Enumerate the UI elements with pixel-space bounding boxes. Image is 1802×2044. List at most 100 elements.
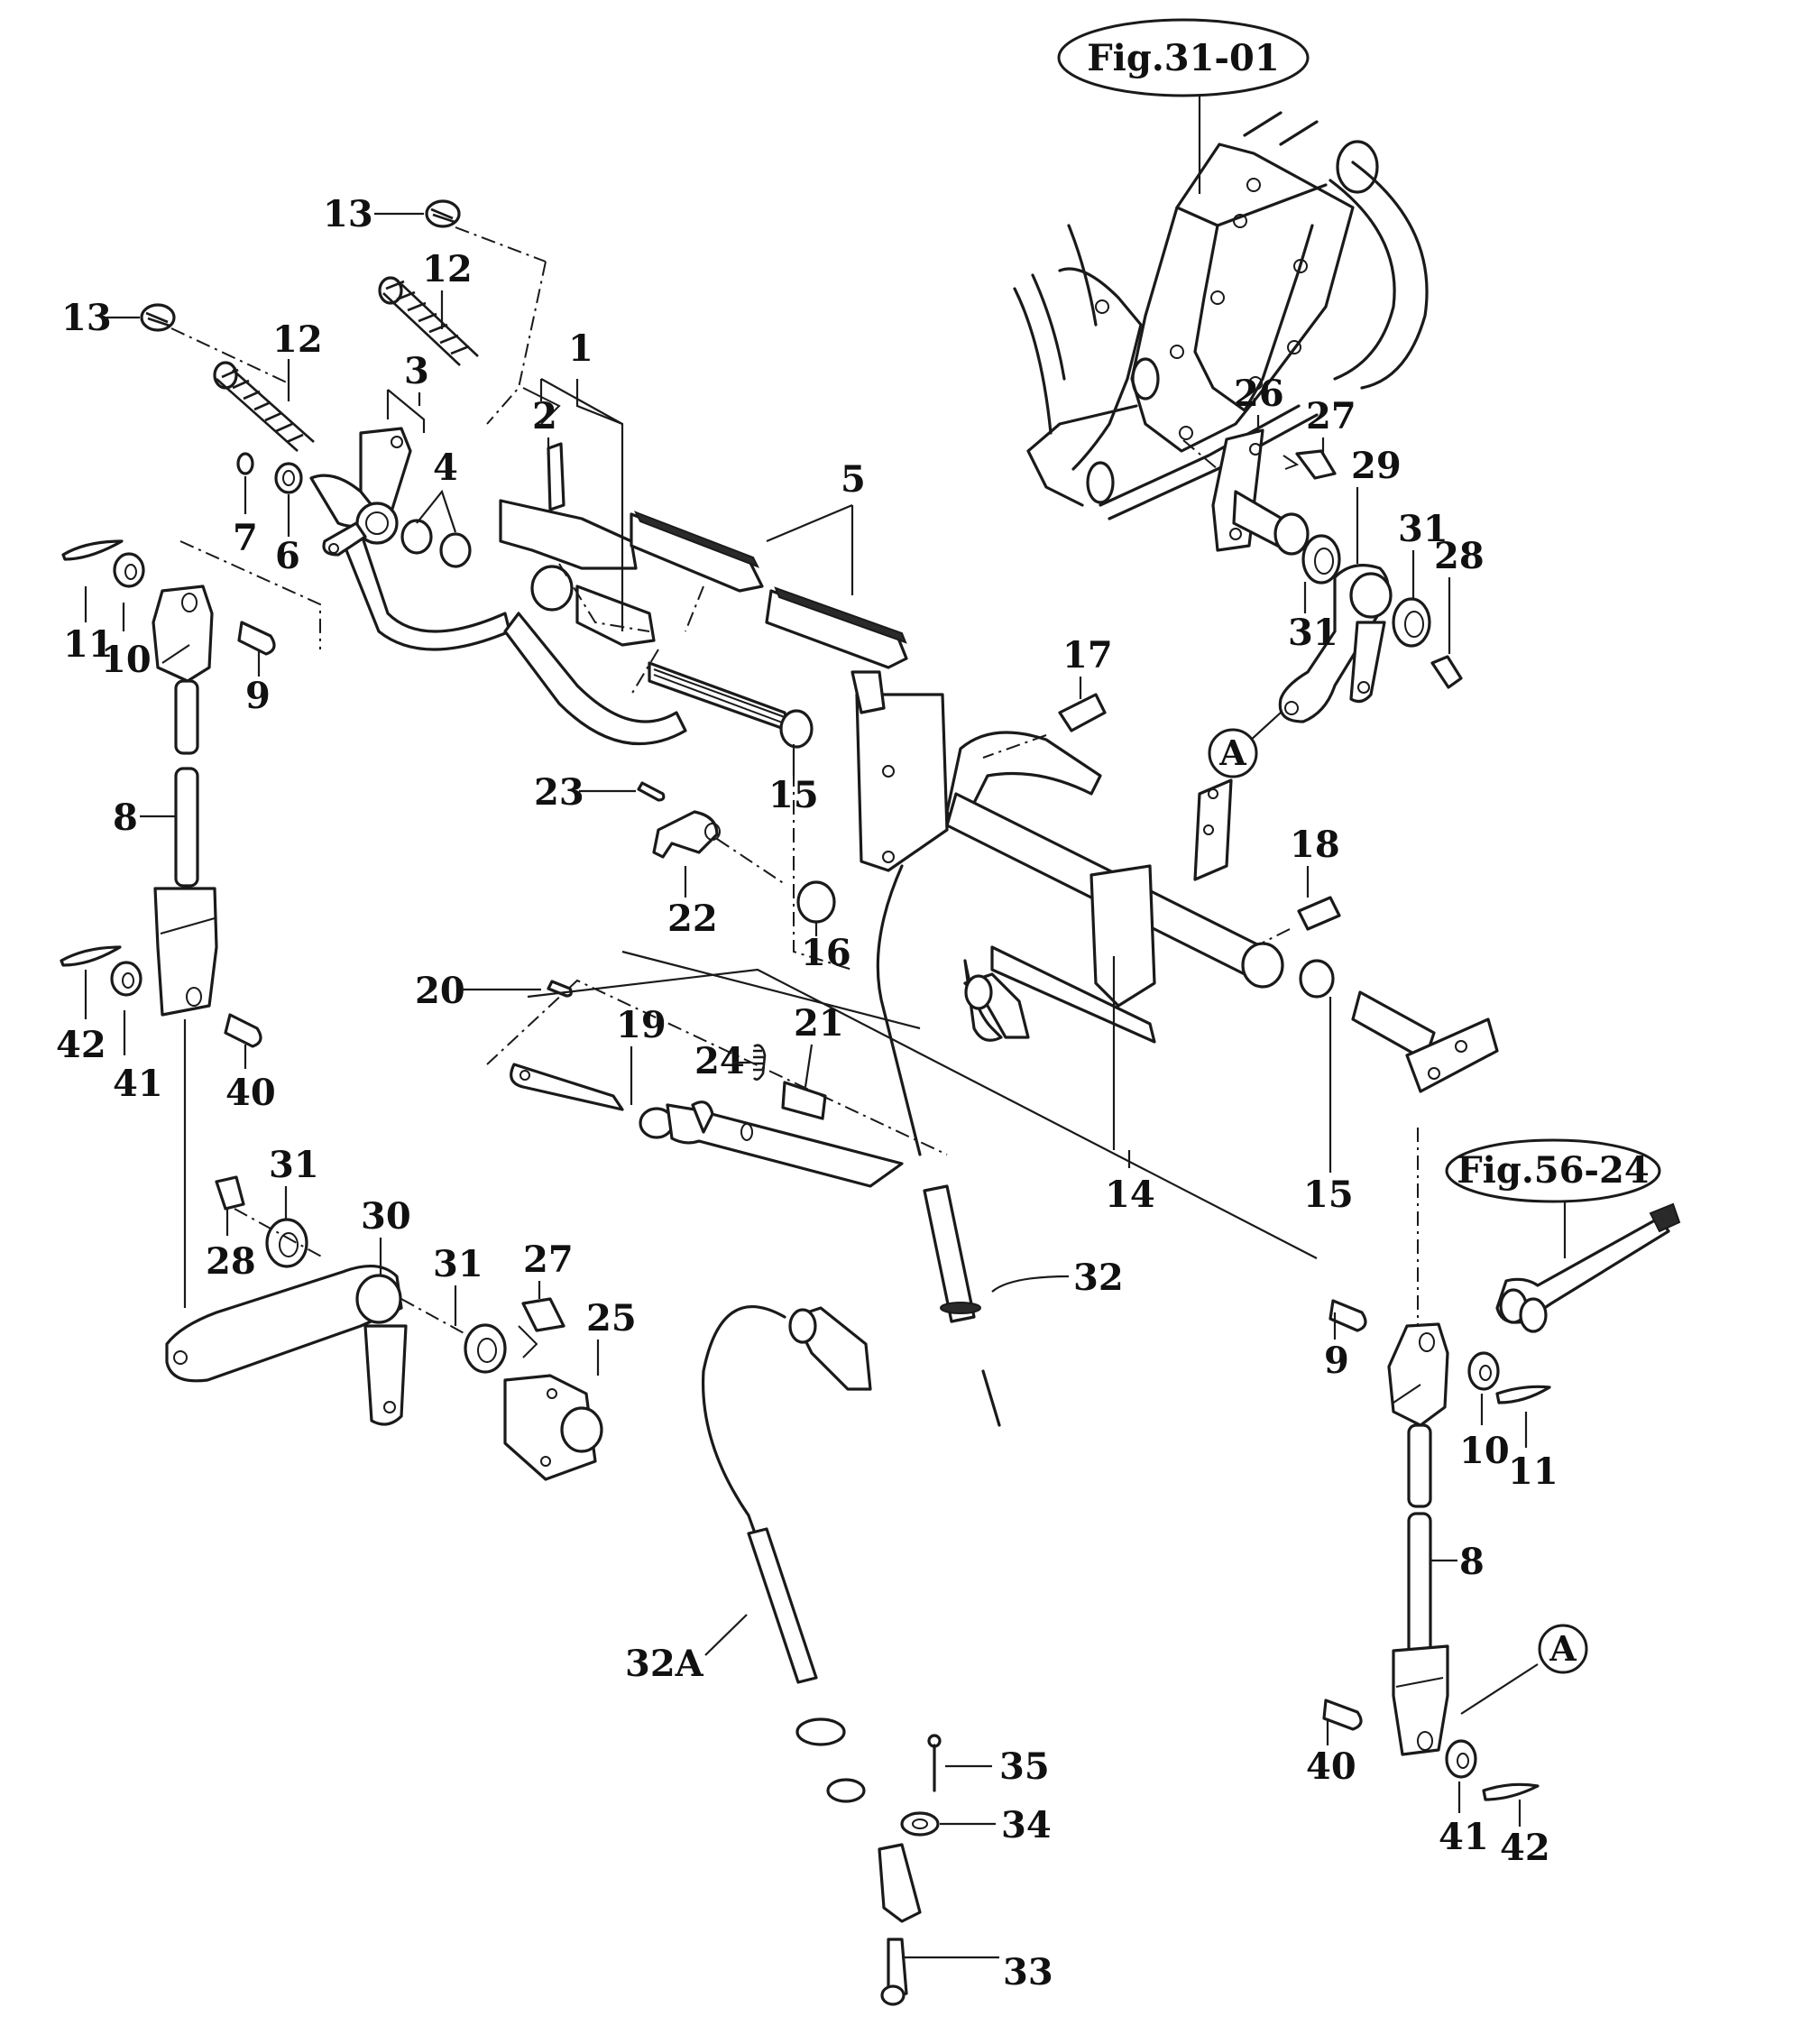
washer-10-right[interactable] (1467, 1351, 1500, 1391)
cotter-pin-42-left[interactable] (60, 945, 122, 967)
callout-16[interactable]: 16 (801, 932, 851, 974)
callout-26[interactable]: 26 (1234, 373, 1284, 415)
fig-31-01-label[interactable]: Fig.31-01 (1087, 37, 1279, 79)
callout-9[interactable]: 9 (1324, 1340, 1349, 1382)
callout-13[interactable]: 13 (323, 193, 373, 235)
callout-8[interactable]: 8 (113, 796, 138, 839)
clevis-lower-left[interactable] (153, 887, 218, 1017)
fig-56-24-label[interactable]: Fig.56-24 (1457, 1149, 1649, 1192)
rod-end-fig-56-24[interactable] (1495, 1216, 1670, 1324)
bolt-27-upper[interactable] (1295, 449, 1337, 480)
callout-11[interactable]: 11 (63, 623, 114, 666)
bolt-18[interactable] (1297, 896, 1341, 931)
pin-23[interactable] (637, 781, 666, 802)
callout-17[interactable]: 17 (1062, 634, 1113, 677)
callout-3[interactable]: 3 (404, 350, 429, 392)
callout-19[interactable]: 19 (616, 1004, 667, 1046)
pin-40-left[interactable] (224, 1013, 262, 1048)
connection-marker-a-lower[interactable] (1538, 1624, 1588, 1674)
clip-31-upper-left[interactable] (1301, 534, 1341, 585)
bushing-15-lower[interactable] (1299, 959, 1335, 999)
rod-8-right[interactable] (1407, 1512, 1432, 1660)
spring-12-left[interactable] (213, 361, 315, 452)
spring-13-upper[interactable] (425, 199, 461, 228)
pin-9-left[interactable] (237, 621, 276, 656)
connection-marker-a-upper[interactable] (1208, 728, 1258, 778)
callout-24[interactable]: 24 (694, 1040, 745, 1082)
callout-31[interactable]: 31 (269, 1144, 319, 1186)
bracket-25[interactable] (503, 1374, 597, 1481)
callout-9[interactable]: 9 (245, 675, 271, 717)
clevis-lower-right[interactable] (1392, 1644, 1449, 1756)
callout-42[interactable]: 42 (56, 1024, 106, 1066)
callout-1[interactable]: 1 (568, 327, 593, 370)
fig-31-01-oval[interactable] (1057, 18, 1310, 97)
callout-15[interactable]: 15 (1303, 1174, 1354, 1216)
pin-40-right[interactable] (1322, 1699, 1363, 1731)
clip-31-lower-left[interactable] (265, 1218, 308, 1268)
callout-21[interactable]: 21 (794, 1002, 844, 1045)
pedal-1[interactable] (499, 499, 638, 570)
callout-11[interactable]: 11 (1508, 1450, 1558, 1493)
callout-4[interactable]: 4 (433, 447, 458, 489)
callout-5[interactable]: 5 (841, 458, 866, 501)
lever-19[interactable] (510, 1063, 624, 1111)
callout-6[interactable]: 6 (275, 535, 300, 577)
callout-18[interactable]: 18 (1290, 824, 1340, 866)
cotter-pin-42-right[interactable] (1482, 1782, 1540, 1801)
cotter-pin-11-right[interactable] (1495, 1385, 1551, 1404)
callout-31[interactable]: 31 (433, 1243, 483, 1285)
callout-30[interactable]: 30 (361, 1195, 411, 1238)
clip-31-lower-right[interactable] (464, 1323, 507, 1374)
callout-29[interactable]: 29 (1351, 445, 1402, 487)
hook-22[interactable] (652, 810, 719, 859)
spring-13-left[interactable] (140, 303, 176, 332)
bolt-28-upper[interactable] (1430, 655, 1463, 689)
spring-24[interactable] (752, 1044, 767, 1081)
callout-12[interactable]: 12 (422, 248, 473, 290)
pin-9-right[interactable] (1329, 1299, 1367, 1332)
callout-22[interactable]: 22 (667, 898, 718, 940)
clip-7[interactable] (236, 452, 254, 475)
callout-41[interactable]: 41 (113, 1063, 163, 1105)
cable-32-fitting[interactable] (923, 1184, 976, 1323)
callout-7[interactable]: 7 (233, 517, 258, 559)
callout-27[interactable]: 27 (1306, 395, 1356, 437)
callout-12[interactable]: 12 (272, 318, 323, 361)
clip-31-upper-right[interactable] (1392, 597, 1431, 648)
callout-41[interactable]: 41 (1439, 1816, 1489, 1858)
bolt-27-lower[interactable] (521, 1297, 565, 1332)
pin-2[interactable] (547, 442, 565, 511)
callout-13[interactable]: 13 (61, 297, 112, 339)
callout-31[interactable]: 31 (1398, 508, 1448, 550)
bushing-4-left[interactable] (400, 519, 433, 555)
callout-28[interactable]: 28 (1434, 535, 1485, 577)
callout-10[interactable]: 10 (1459, 1430, 1510, 1472)
bushing-15-upper[interactable] (779, 709, 814, 749)
callout-40[interactable]: 40 (1306, 1745, 1356, 1788)
block-21[interactable] (781, 1081, 827, 1120)
clevis-upper-left[interactable] (152, 585, 214, 683)
washer-41-right[interactable] (1445, 1739, 1477, 1779)
callout-42[interactable]: 42 (1500, 1827, 1550, 1869)
callout-34[interactable]: 34 (1001, 1804, 1052, 1846)
spring-12-upper[interactable] (378, 276, 479, 366)
callout-32[interactable]: 32 (1073, 1257, 1124, 1299)
rod-8-left[interactable] (174, 767, 199, 888)
callout-32a[interactable]: 32A (625, 1643, 704, 1685)
washer-6[interactable] (274, 462, 303, 494)
callout-25[interactable]: 25 (586, 1297, 637, 1340)
bushing-4-right[interactable] (439, 532, 472, 568)
callout-40[interactable]: 40 (225, 1072, 276, 1114)
washer-34[interactable] (900, 1811, 940, 1837)
support-bracket[interactable] (855, 693, 949, 872)
callout-10[interactable]: 10 (101, 639, 152, 681)
fig-56-24-oval[interactable] (1445, 1138, 1661, 1203)
callout-28[interactable]: 28 (206, 1240, 256, 1283)
clevis-upper-right[interactable] (1387, 1322, 1449, 1427)
pin-33[interactable] (887, 1938, 908, 2000)
bushing-16[interactable] (796, 880, 836, 924)
washer-10-left[interactable] (113, 552, 145, 588)
callout-23[interactable]: 23 (534, 771, 584, 814)
callout-27[interactable]: 27 (523, 1238, 574, 1281)
